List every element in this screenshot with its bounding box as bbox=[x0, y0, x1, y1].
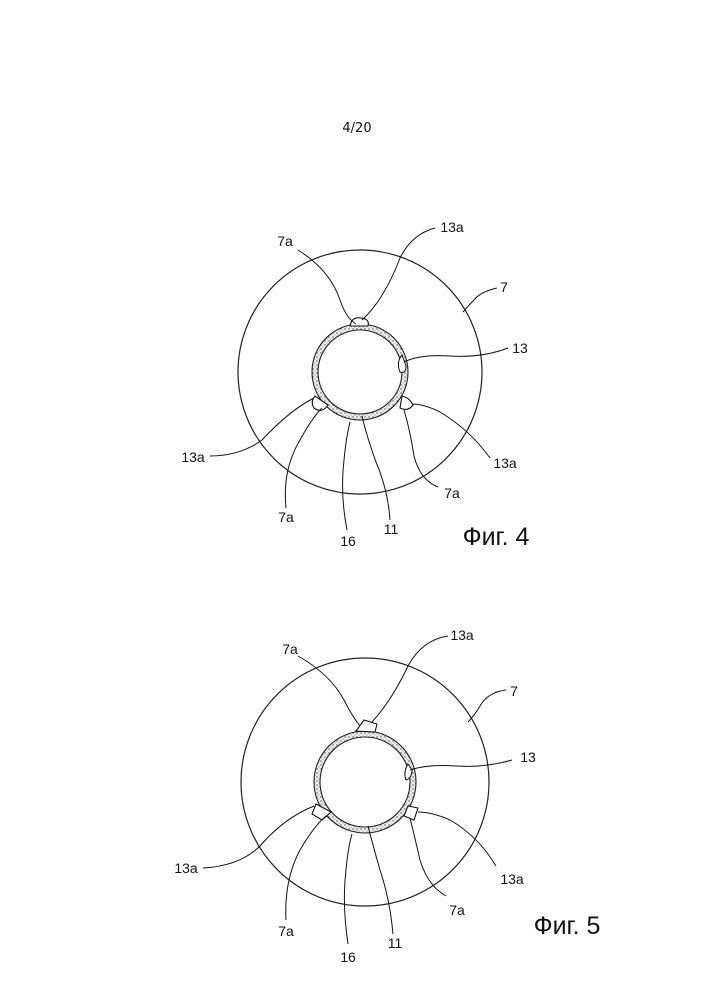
label-disc-7: 7 bbox=[510, 683, 518, 699]
label-right-13a: 13a bbox=[493, 455, 517, 471]
label-top-13a: 13a bbox=[450, 627, 474, 643]
page-number: 4/20 bbox=[342, 121, 371, 136]
label-right-7a: 7a bbox=[444, 485, 460, 501]
label-right-7a: 7a bbox=[449, 902, 465, 918]
pipe-11 bbox=[320, 737, 410, 827]
figure-4: 7a 13a 7 13 13a 13a 7a 7a 16 11 Фиг. 4 bbox=[181, 219, 529, 551]
label-top-7a: 7a bbox=[282, 641, 298, 657]
label-pipe-11: 11 bbox=[384, 521, 399, 537]
label-recess-13: 13 bbox=[520, 749, 536, 765]
label-left-13a: 13a bbox=[174, 860, 198, 876]
label-left-7a: 7a bbox=[278, 509, 294, 525]
leader-disc-7 bbox=[468, 690, 506, 722]
label-pipe-11: 11 bbox=[388, 935, 403, 951]
figure-5: 7a 13a 7 13 13a 13a 7a 7a 16 11 Фиг. 5 bbox=[174, 627, 600, 965]
pipe-11 bbox=[318, 330, 402, 414]
label-left-7a: 7a bbox=[278, 923, 294, 939]
caption-figure-5: Фиг. 5 bbox=[534, 912, 601, 940]
label-top-13a: 13a bbox=[440, 219, 464, 235]
label-layer-16: 16 bbox=[340, 533, 356, 549]
label-recess-13: 13 bbox=[512, 340, 528, 356]
caption-figure-4: Фиг. 4 bbox=[463, 523, 530, 551]
label-top-7a: 7a bbox=[277, 233, 293, 249]
label-right-13a: 13a bbox=[500, 871, 524, 887]
label-left-13a: 13a bbox=[181, 449, 205, 465]
leader-disc-7 bbox=[463, 288, 497, 312]
label-layer-16: 16 bbox=[340, 949, 356, 965]
label-disc-7: 7 bbox=[500, 279, 508, 295]
